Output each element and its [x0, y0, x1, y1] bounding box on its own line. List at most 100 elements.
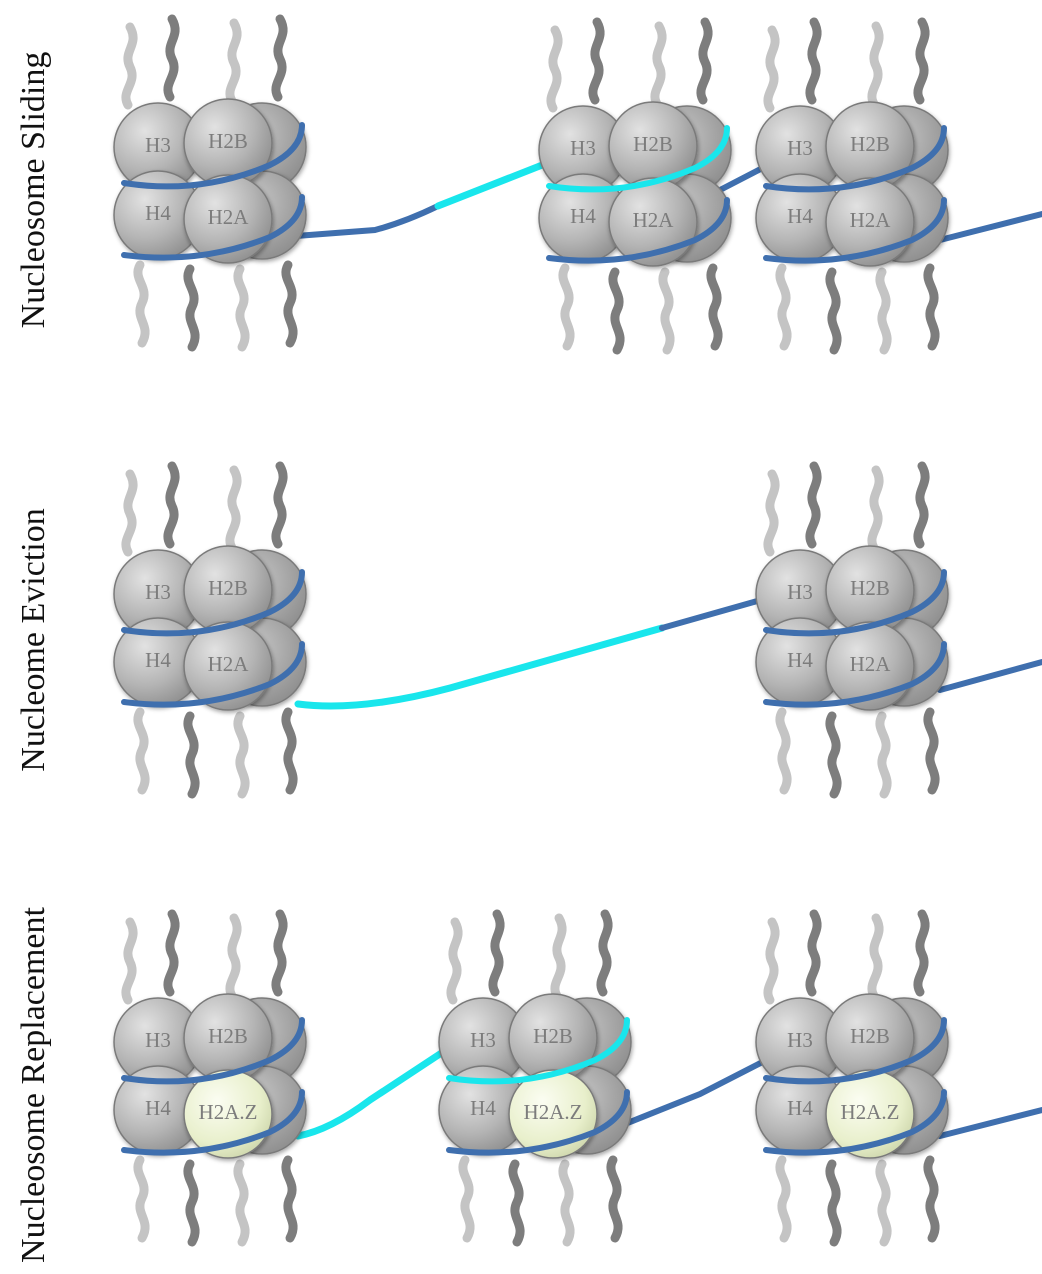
histone-tail: [451, 922, 458, 1000]
histone-tail: [513, 1164, 520, 1242]
linker-dna-highlight: [298, 628, 662, 706]
histone-tail: [168, 466, 175, 544]
label-h2b: H2B: [208, 576, 248, 600]
label-h2b: H2B: [850, 576, 890, 600]
label-h4: H4: [470, 1096, 496, 1120]
nucleosome: H3 H2B H4 H2A.Z: [439, 914, 631, 1242]
nucleosome: H3 H2B H4 H2A.Z: [114, 914, 306, 1242]
histone-tail: [701, 22, 708, 100]
histone-tail: [880, 1164, 887, 1242]
histone-tail: [780, 268, 787, 346]
label-h2b: H2B: [850, 1024, 890, 1048]
label-h2a-z: H2A.Z: [841, 1100, 900, 1124]
label-h2a: H2A: [208, 205, 250, 229]
histone-tail: [768, 922, 775, 1000]
label-h2b: H2B: [533, 1024, 573, 1048]
label-h3: H3: [145, 133, 171, 157]
label-h3: H3: [787, 1028, 813, 1052]
linker-dna: [296, 206, 438, 236]
label-h4: H4: [787, 1096, 813, 1120]
histone-tail: [918, 22, 925, 100]
histone-tail: [810, 466, 817, 544]
histone-tail: [493, 914, 500, 992]
histone-tail: [230, 918, 237, 996]
histone-tail: [611, 1160, 618, 1238]
histone-tail: [563, 1164, 570, 1242]
histone-tail: [276, 914, 283, 992]
histone-tail: [768, 474, 775, 552]
histone-tail: [138, 712, 145, 790]
linker-dna: [940, 1110, 1042, 1136]
label-h2b: H2B: [208, 129, 248, 153]
linker-dna: [940, 662, 1042, 690]
histone-tail: [188, 716, 195, 794]
histone-tail: [286, 712, 293, 790]
histone-tail: [555, 918, 562, 996]
label-h2b: H2B: [850, 132, 890, 156]
row-label-replacement-group: Nucleosome Replacement: [15, 906, 52, 1262]
histone-tail: [655, 26, 662, 104]
histone-tail: [601, 914, 608, 992]
row-label-eviction: Nucleome Eviction: [15, 508, 52, 771]
histone-tail: [918, 914, 925, 992]
histone-tail: [230, 23, 237, 101]
nucleosome: H3 H2B H4 H2A: [756, 466, 948, 794]
histone-tail: [126, 27, 133, 105]
label-h4: H4: [787, 648, 813, 672]
histone-tail: [238, 269, 245, 347]
label-h2a: H2A: [850, 208, 892, 232]
histone-tail: [563, 268, 570, 346]
label-h2b: H2B: [633, 132, 673, 156]
histone-tail: [928, 712, 935, 790]
nucleosome: H3 H2B H4 H2A.Z: [756, 914, 948, 1242]
label-h2a: H2A: [850, 652, 892, 676]
histone-tail: [126, 474, 133, 552]
histone-tail: [238, 1164, 245, 1242]
row-label-replacement: Nucleosome Replacement: [15, 906, 52, 1262]
nucleosome: H3H2BH4H2A: [114, 466, 306, 794]
linker-dna-highlight: [298, 1046, 452, 1136]
histone-tail: [230, 470, 237, 548]
histone-tail: [872, 470, 879, 548]
row-label-sliding-group: Nucleosome Sliding: [15, 52, 52, 329]
histone-tail: [810, 914, 817, 992]
histone-tail: [138, 265, 145, 343]
label-h3: H3: [787, 136, 813, 160]
histone-tail: [138, 1160, 145, 1238]
histone-tail: [872, 26, 879, 104]
label-h3: H3: [570, 136, 596, 160]
nucleosome: H3 H2B H4 H2A: [756, 22, 948, 350]
histone-tail: [238, 716, 245, 794]
row-label-eviction-group: Nucleome Eviction: [15, 508, 52, 771]
label-h3: H3: [145, 1028, 171, 1052]
histone-tail: [168, 19, 175, 97]
label-h4: H4: [145, 1096, 171, 1120]
histone-tail: [810, 22, 817, 100]
histone-tail: [830, 272, 837, 350]
histone-tail: [286, 265, 293, 343]
histone-tail: [613, 272, 620, 350]
label-h3: H3: [470, 1028, 496, 1052]
histone-tail: [928, 268, 935, 346]
histone-tail: [830, 716, 837, 794]
label-h2a-z: H2A.Z: [524, 1100, 583, 1124]
histone-tail: [830, 1164, 837, 1242]
label-h3: H3: [787, 580, 813, 604]
label-h2b: H2B: [208, 1024, 248, 1048]
linker-dna: [940, 214, 1042, 240]
histone-tail: [880, 272, 887, 350]
nucleosomes-layer: H3H2BH4H2AH3H2BH4H2AH3H2BH4H2AH3H2BH4H2A…: [114, 19, 948, 1242]
histone-tail: [276, 19, 283, 97]
histone-tail: [780, 712, 787, 790]
label-h4: H4: [570, 204, 596, 228]
label-h4: H4: [787, 204, 813, 228]
histone-tail: [711, 268, 718, 346]
histone-tail: [188, 269, 195, 347]
histone-tail: [286, 1160, 293, 1238]
label-h2a-z: H2A.Z: [199, 1100, 258, 1124]
histone-tail: [188, 1164, 195, 1242]
histone-tail: [593, 22, 600, 100]
